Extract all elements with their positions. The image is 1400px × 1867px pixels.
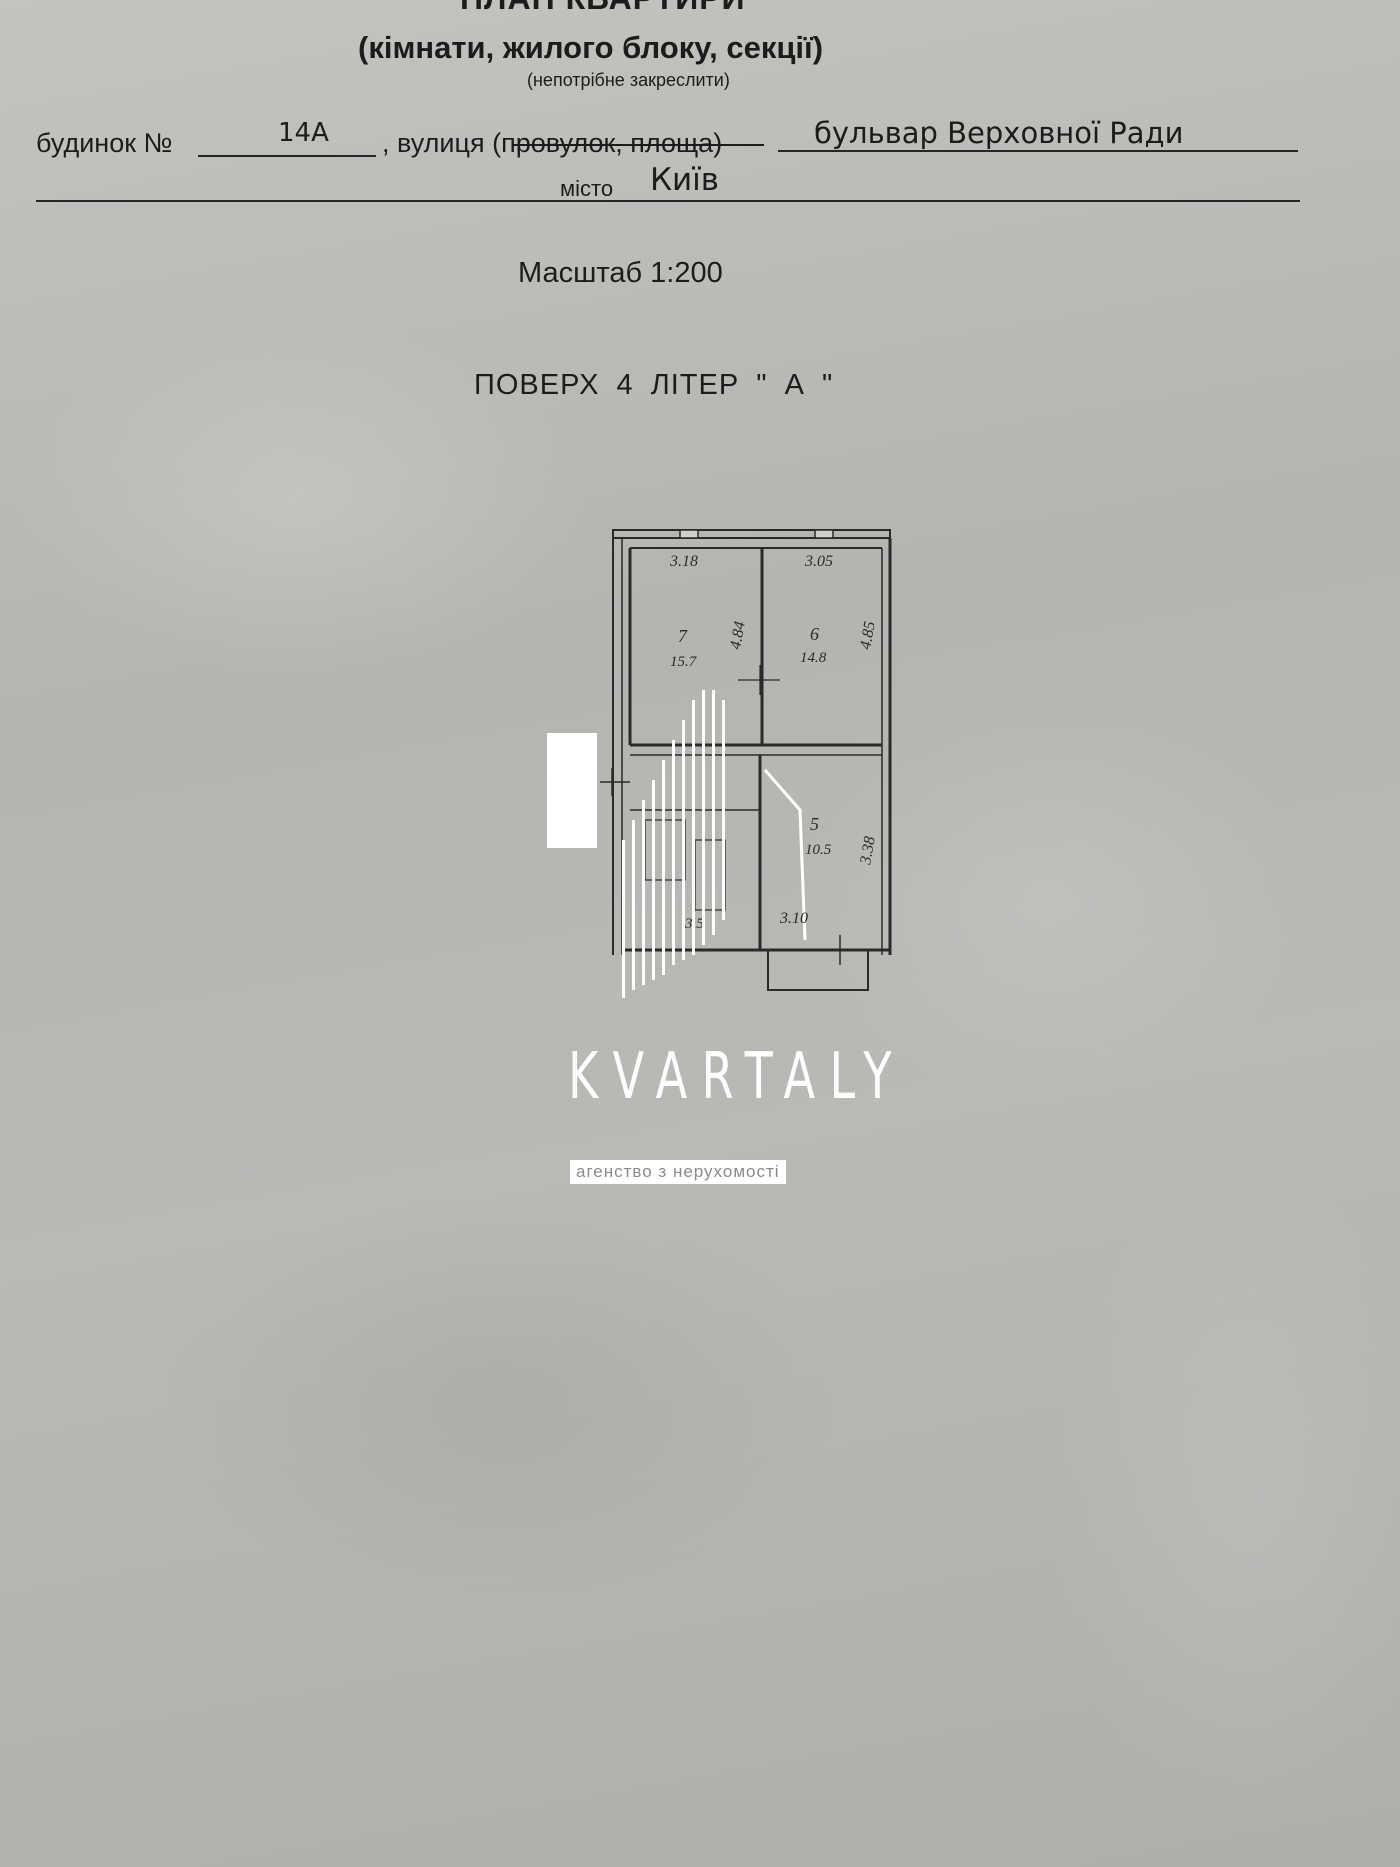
city-value: Київ — [650, 162, 720, 198]
room-5-number: 5 — [810, 814, 819, 834]
plan-labels: 3.18 3.05 7 15.7 4.84 6 14.8 4.85 5 10.5… — [669, 553, 879, 932]
watermark-tagline: агенство з нерухомості — [570, 1160, 786, 1184]
house-label: будинок № — [36, 128, 173, 158]
house-underline — [198, 155, 376, 157]
city-label: місто — [560, 176, 614, 201]
document-title: ПЛАН КВАРТИРИ — [460, 0, 746, 17]
document-subtitle: (кімнати, жилого блоку, секції) — [358, 30, 824, 65]
room-7-width: 3.18 — [669, 553, 698, 570]
room-6-length: 4.85 — [857, 620, 879, 651]
watermark-brand: KVARTALY — [568, 1040, 906, 1114]
room-6-number: 6 — [810, 624, 819, 644]
redaction-box — [547, 733, 597, 848]
room-7-length: 4.84 — [727, 620, 749, 651]
room-7-number: 7 — [678, 626, 688, 646]
room-6-area: 14.8 — [800, 650, 827, 666]
room-7-area: 15.7 — [670, 654, 698, 670]
watermark-logo-mark — [622, 690, 725, 998]
room-5-width: 3.10 — [779, 910, 808, 927]
document-note: (непотрібне закреслити) — [527, 70, 730, 90]
house-number: 14А — [278, 118, 329, 148]
room-5-length: 3.38 — [857, 835, 879, 867]
scale-label: Масштаб 1:200 — [518, 257, 723, 289]
street-label: , вулиця (провулок, площа) — [382, 128, 723, 158]
room-5-area: 10.5 — [805, 842, 832, 858]
street-value: бульвар Верховної Ради — [814, 116, 1184, 150]
floor-label: ПОВЕРХ 4 ЛІТЕР " А " — [474, 369, 834, 401]
strikethrough-line — [512, 144, 764, 146]
city-underline — [36, 200, 1300, 202]
room-6-width: 3.05 — [804, 553, 833, 570]
street-underline — [778, 150, 1298, 152]
